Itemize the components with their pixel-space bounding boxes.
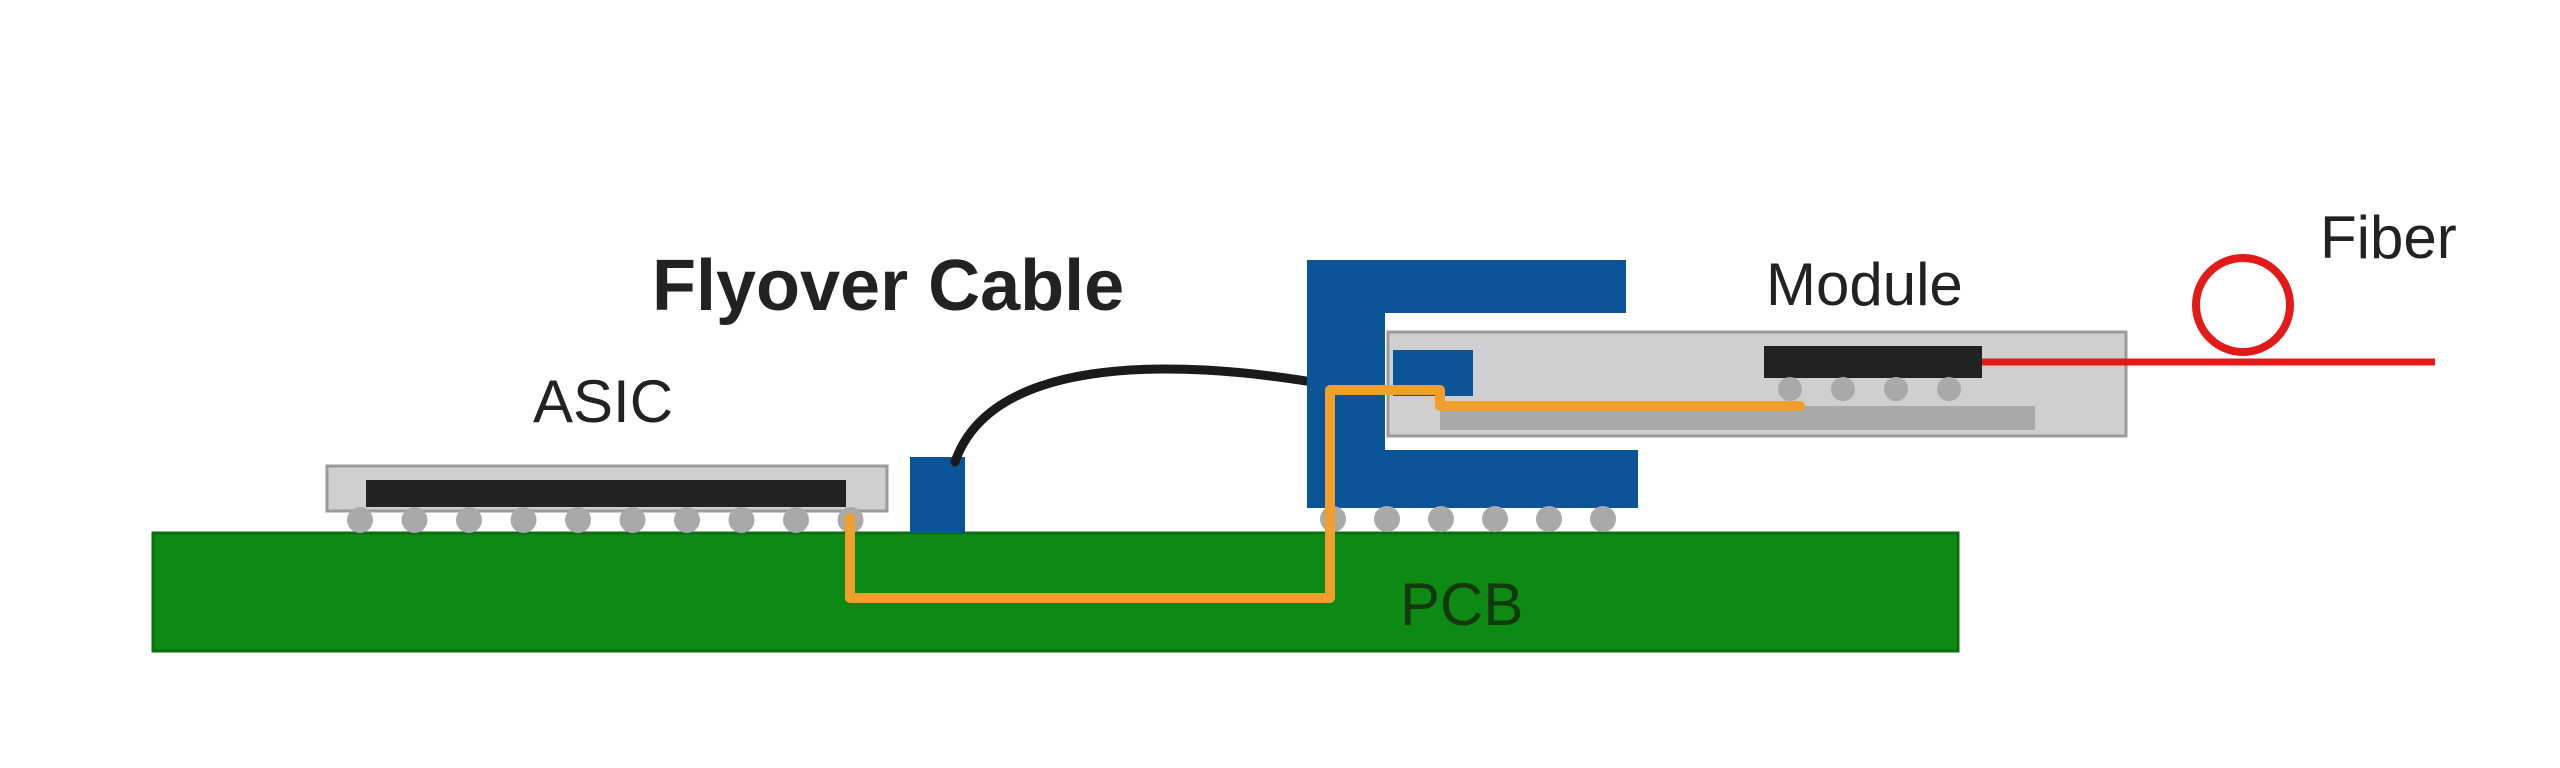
solder-ball (1536, 506, 1562, 532)
signal-trace (845, 385, 1805, 603)
solder-ball (1482, 506, 1508, 532)
solder-ball (728, 507, 755, 533)
solder-ball (1831, 377, 1855, 401)
solder-ball (1937, 377, 1961, 401)
fiber-label: Fiber (2320, 204, 2457, 271)
solder-ball (347, 507, 373, 533)
solder-ball (783, 507, 809, 533)
solder-ball (1374, 506, 1400, 532)
solder-ball (1778, 377, 1802, 401)
solder-ball (456, 507, 482, 533)
connector-solder-balls (1320, 506, 1616, 532)
flyover-cable (950, 364, 1335, 467)
module-label: Module (1766, 251, 1963, 318)
pcb-board (151, 531, 1960, 653)
asic-solder-balls (347, 507, 864, 533)
module-solder-balls (1778, 377, 1961, 401)
asic-die (366, 480, 846, 507)
solder-ball (510, 507, 537, 533)
cable-end-connector (910, 457, 965, 533)
solder-ball (674, 507, 700, 533)
fiber-loop (2192, 254, 2294, 356)
solder-ball (619, 507, 646, 533)
solder-ball (565, 507, 591, 533)
pcb-label: PCB (1400, 571, 1523, 638)
module-die (1764, 346, 1982, 378)
asic-label: ASIC (533, 368, 673, 435)
solder-ball (1590, 506, 1616, 532)
module-cage-connector (1307, 260, 1638, 508)
flyover-cable-label: Flyover Cable (652, 246, 1124, 326)
solder-ball (1884, 377, 1908, 401)
solder-ball (401, 507, 428, 533)
solder-ball (1428, 506, 1454, 532)
